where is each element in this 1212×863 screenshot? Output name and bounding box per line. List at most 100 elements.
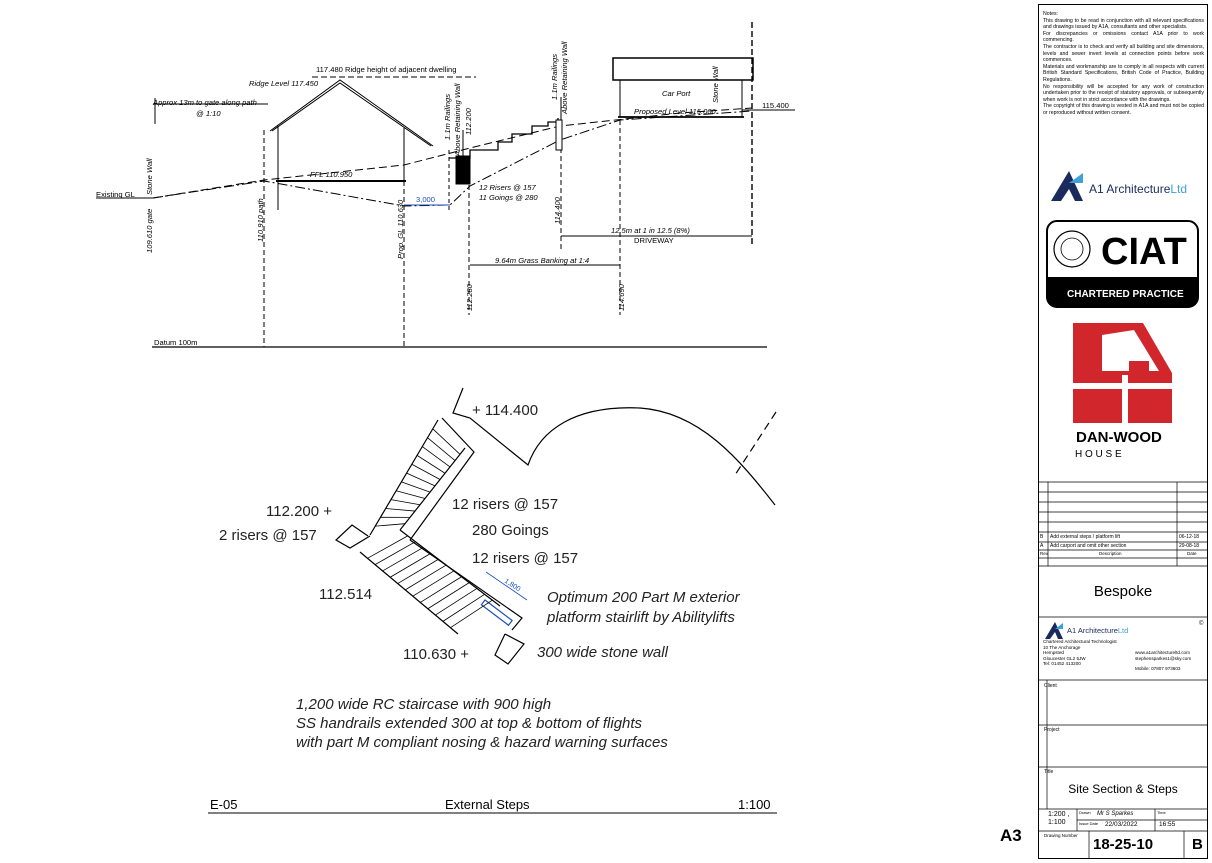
revision-header: Rev Description Date	[1039, 550, 1207, 558]
scale-line-1: 1:200 ,	[1048, 811, 1070, 818]
stair-tread	[412, 570, 455, 597]
plan-top-level: + 114.400	[472, 402, 538, 419]
scale-value: 1:200 , 1:100	[1048, 811, 1069, 827]
goings-label: 11 Goings @ 280	[479, 193, 538, 202]
section-steps	[449, 118, 559, 159]
plan-note-1: 1,200 wide RC staircase with 900 high	[296, 696, 551, 713]
ridge-adjacent-label: 117.480 Ridge height of adjacent dwellin…	[316, 65, 456, 74]
drawing-number: 18-25-10	[1093, 836, 1154, 853]
note-line: The copyright of this drawing is vested …	[1043, 103, 1204, 116]
level-114400-label: 114.400	[553, 196, 562, 224]
plan-goings: 280 Goings	[472, 522, 549, 539]
note-line: Materials and workmanship are to comply …	[1043, 63, 1204, 83]
upper-flight-outer	[369, 419, 439, 536]
note-line: For discrepancies or omissions contact A…	[1043, 30, 1204, 44]
plan-risers-lower: 12 risers @ 157	[472, 550, 578, 567]
note-line: The contractor is to check and verify al…	[1043, 43, 1204, 64]
issue-value: 22/03/2022	[1105, 821, 1138, 828]
dim-3000-label: 3,000	[416, 195, 435, 204]
site-dashed-line	[734, 411, 777, 476]
car-port-label: Car Port	[662, 89, 691, 98]
site-section	[96, 22, 795, 348]
plan-level-110630: 110.630 +	[403, 646, 469, 663]
scale-line-2: 1:100	[1048, 819, 1066, 826]
revision-grid	[1039, 481, 1207, 858]
datum-label: Datum 100m	[154, 338, 197, 347]
note-line: This drawing to be read in conjunction w…	[1043, 17, 1204, 31]
level-115400-label: 115.400	[762, 101, 789, 110]
railing-post-1	[455, 155, 471, 185]
stair-tread	[432, 428, 461, 455]
copyright-icon: ©	[1199, 620, 1204, 627]
stair-tread	[390, 499, 421, 506]
approx-path-scale: @ 1:10	[196, 109, 221, 118]
upper-flight-wall	[409, 417, 475, 541]
stair-tread	[367, 535, 408, 559]
revision-header-rev: Rev	[1040, 551, 1049, 556]
sheet-size: A3	[1000, 826, 1022, 845]
company-line: 10 The Anchorage	[1043, 644, 1081, 650]
ciat-crest-inner	[1060, 237, 1084, 261]
lower-flight-wall	[409, 539, 523, 631]
danwood-text-2: H O U S E	[1075, 449, 1122, 460]
house-roof-inner	[271, 82, 432, 147]
path-level-label: 110.910 path	[256, 198, 265, 242]
stair-tread	[374, 541, 416, 565]
level-112200-label: 112.200	[464, 107, 473, 135]
proposed-ground	[152, 110, 753, 207]
company-logo-text: A1 ArchitectureLtd	[1067, 626, 1128, 635]
plan-risers-upper: 12 risers @ 157	[452, 496, 558, 513]
level-112280-label: 112.280	[465, 283, 474, 311]
stone-wall-end	[494, 633, 525, 665]
ridge-level-label: Ridge Level 117.450	[249, 79, 319, 88]
company-contact: www.a1architectureltd.com stephensparkes…	[1135, 650, 1191, 672]
time-value: 16:55	[1159, 821, 1176, 828]
revision-date: 06-12-18	[1179, 534, 1200, 540]
ffl-label: FFL 110.950	[310, 170, 353, 179]
drawn-value: Mr S Sparkes	[1097, 811, 1134, 817]
plan-note-3: with part M compliant nosing & hazard wa…	[296, 734, 668, 751]
caption-title: External Steps	[445, 797, 530, 812]
stair-tread	[416, 455, 446, 474]
drawn-label: Drawn	[1079, 810, 1091, 815]
stair-tread	[405, 564, 447, 591]
a1-logo-accent	[1069, 173, 1083, 183]
caption: E-05 External Steps 1:100	[208, 797, 777, 814]
driveway-label: DRIVEWAY	[634, 236, 674, 245]
title-label: Title	[1044, 769, 1054, 775]
danwood-cross-h	[1073, 383, 1172, 389]
a1-logo-mark	[1051, 171, 1083, 201]
stair-tread	[411, 463, 441, 480]
plan-note-2: SS handrails extended 300 at top & botto…	[296, 715, 643, 732]
railing-post-2	[555, 119, 563, 151]
section-labels: 117.480 Ridge height of adjacent dwellin…	[96, 41, 789, 347]
title-block-graphics: A1 ArchitectureLtd CIAT CHARTERED PRACTI…	[1039, 171, 1207, 858]
danwood-cross-v	[1122, 375, 1128, 423]
steps-plan	[334, 387, 777, 665]
company-line: Tel: 01452 413200	[1043, 661, 1081, 667]
grass-banking-label: 9.64m Grass Banking at 1:4	[495, 256, 589, 265]
company-line: Hempsted	[1043, 650, 1064, 656]
company-web: www.a1architectureltd.com	[1135, 650, 1190, 655]
house-roof	[269, 79, 434, 147]
landing	[334, 524, 371, 549]
company-details: Chartered Architectural Technologist 10 …	[1043, 639, 1117, 667]
company-line: Chartered Architectural Technologist	[1043, 639, 1117, 644]
stairlift-platform	[480, 599, 513, 627]
revision-code: B	[1040, 534, 1044, 540]
carport-roof	[612, 57, 754, 81]
railings-2-label: 1.1m Railings	[550, 54, 559, 100]
prop-gl-label: Prop. GL 110.630	[396, 199, 405, 259]
stair-tread	[427, 582, 470, 610]
client-label: Client	[1044, 683, 1057, 689]
company-email: stephensparkes1@sky.com	[1135, 655, 1192, 661]
stone-wall-left-label: Stone Wall	[145, 158, 154, 195]
plan-stairlift-1: Optimum 200 Part M exterior	[547, 589, 741, 606]
drawing-number-label: Drawing Number	[1044, 833, 1078, 838]
stair-tread	[396, 490, 426, 499]
lower-flight-outer	[359, 551, 459, 635]
dim-1800-line	[485, 571, 528, 601]
time-label: Time	[1157, 810, 1166, 815]
railings-1b-label: Above Retaining Wall	[453, 83, 462, 157]
risers-label: 12 Risers @ 157	[479, 183, 536, 192]
